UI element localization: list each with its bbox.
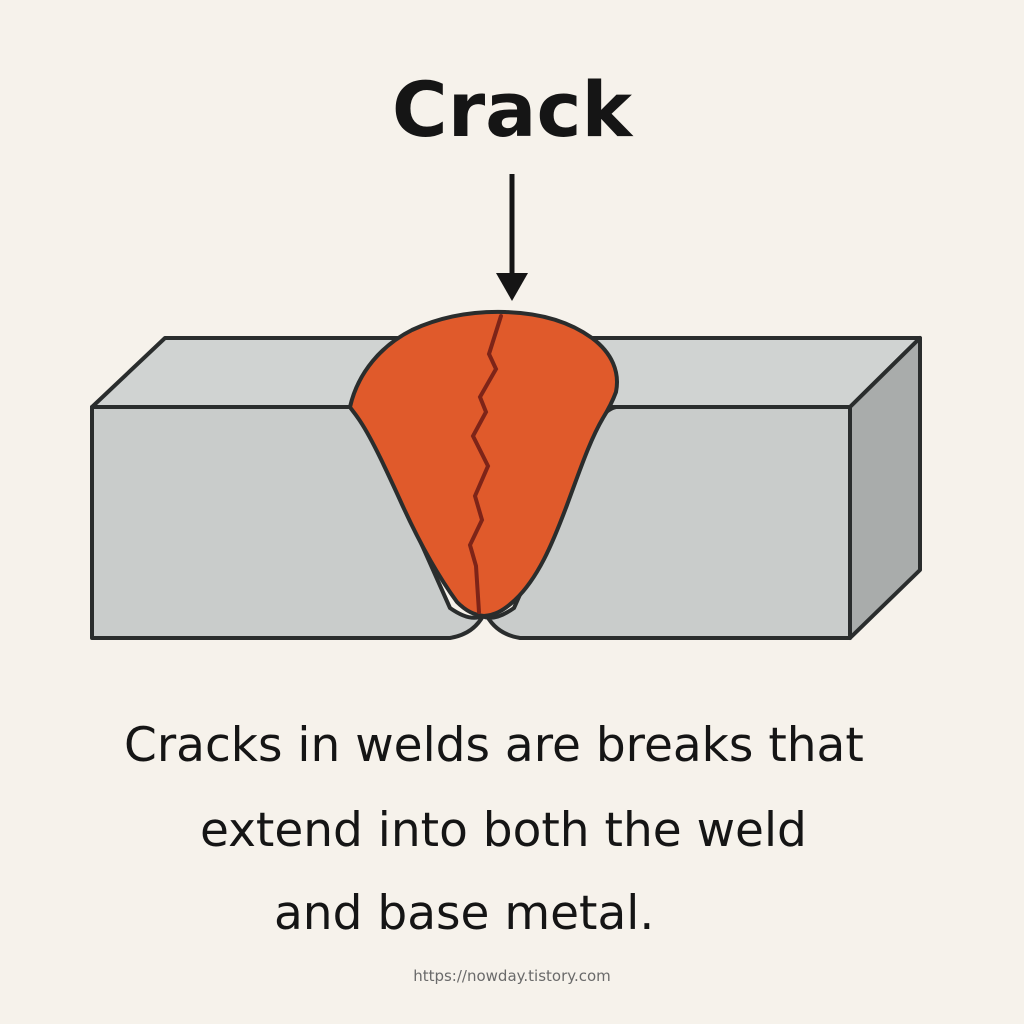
caption-line-3: and base metal. <box>274 886 655 941</box>
caption-line-1: Cracks in welds are breaks that <box>124 718 864 773</box>
weld-bead <box>348 309 619 618</box>
arrow-head <box>496 273 528 301</box>
crack-line <box>467 314 503 614</box>
caption-line-2: extend into both the weld <box>200 803 807 858</box>
source-url: https://nowday.tistory.com <box>413 967 611 985</box>
diagram-title: Crack <box>391 65 633 154</box>
